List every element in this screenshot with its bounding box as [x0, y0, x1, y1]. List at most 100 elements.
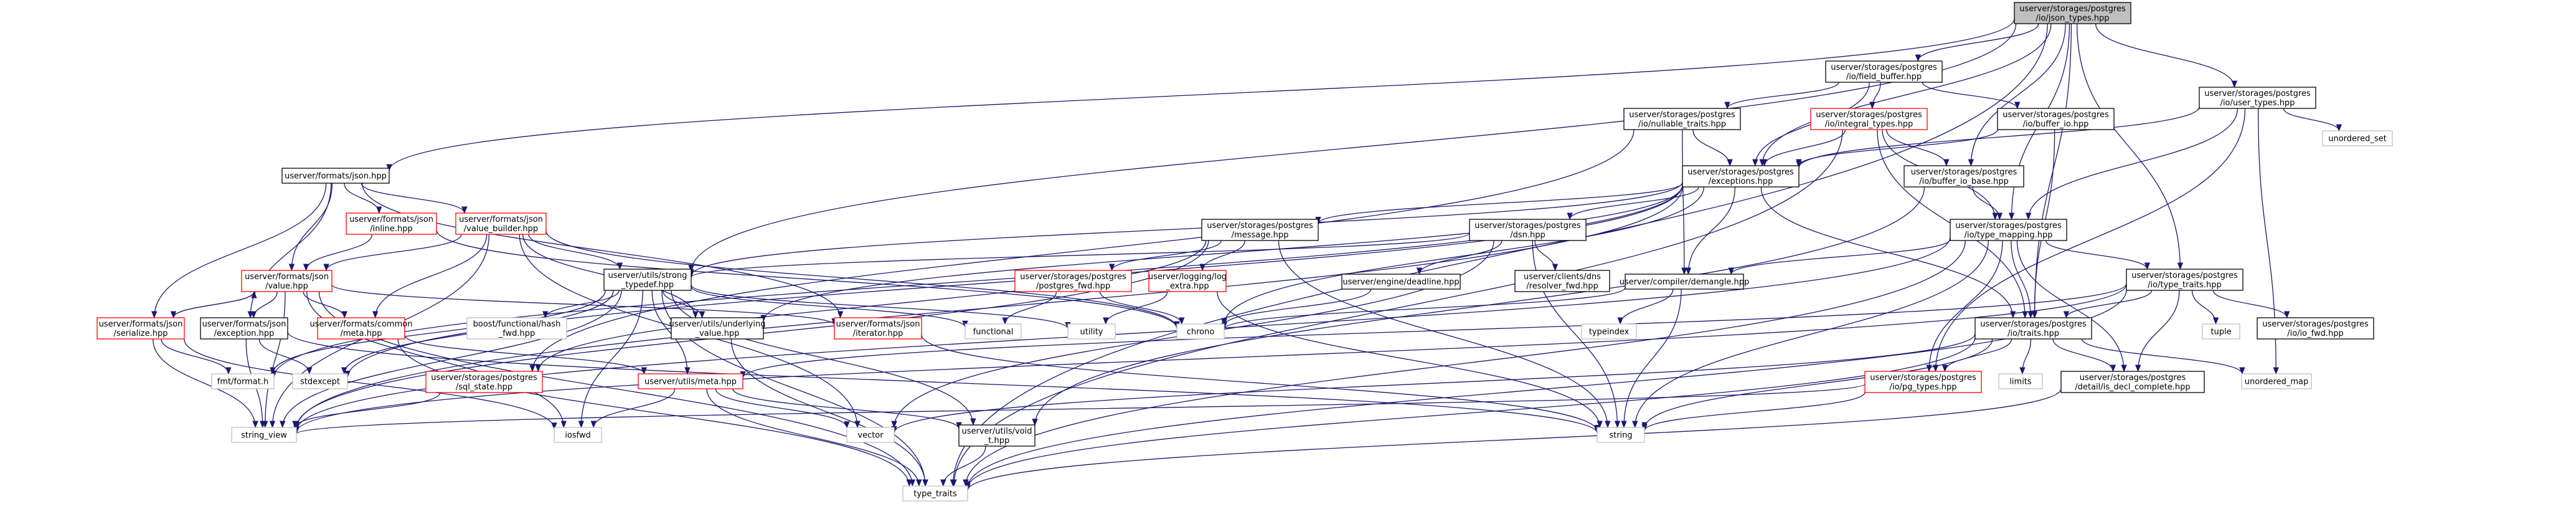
node-pq-types[interactable]: userver/storages/postgres/io/pg_types.hp… — [1864, 371, 1982, 393]
node-boost-hash: boost/functional/hash_fwd.hpp — [466, 317, 567, 340]
edge-pg_type_traits-to-string_view — [293, 284, 2127, 433]
edge-log_extra-to-string — [1217, 291, 1603, 429]
node-integral-types[interactable]: userver/storages/postgres/io/integral_ty… — [1810, 108, 1928, 130]
edge-exceptions-to-dsn — [1567, 186, 1699, 221]
node-utils-underlying[interactable]: userver/utils/underlying_value.hpp — [669, 317, 766, 340]
node-label: /message.hpp — [1232, 231, 1289, 240]
node-formats-json[interactable]: userver/formats/json.hpp — [281, 168, 390, 184]
node-label: /io/buffer_io_base.hpp — [1919, 177, 2009, 186]
node-label: fmt/format.h — [217, 378, 268, 387]
edge-root-to-exceptions — [1759, 23, 2052, 167]
node-label: /sql_state.hpp — [456, 383, 512, 392]
node-label: userver/formats/json.hpp — [285, 172, 387, 181]
edge-formats_common_meta-to-type_traits — [397, 338, 912, 487]
edge-pq_types-to-string — [1641, 392, 1866, 432]
node-field-buffer[interactable]: userver/storages/postgres/io/field_buffe… — [1825, 60, 1943, 83]
node-formats-common-meta[interactable]: userver/formats/common/meta.hpp — [310, 317, 413, 340]
node-value-builder[interactable]: userver/formats/json/value_builder.hpp — [455, 212, 547, 235]
node-buffer-io-base[interactable]: userver/storages/postgres/io/buffer_io_b… — [1904, 165, 2024, 188]
node-json-exception[interactable]: userver/formats/json/exception.hpp — [200, 317, 288, 340]
node-buffer-io[interactable]: userver/storages/postgres/io/buffer_io.h… — [1997, 108, 2115, 130]
node-label: string — [1609, 431, 1632, 441]
node-limits: limits — [1998, 373, 2043, 389]
node-label: userver/storages/postgres — [1831, 63, 1937, 72]
node-label: userver/storages/postgres — [1474, 221, 1581, 231]
node-label: userver/logging/log — [1148, 272, 1227, 282]
node-label: limits — [2009, 378, 2032, 387]
node-label: /serialize.hpp — [114, 329, 168, 338]
node-root[interactable]: userver/storages/postgres/io/json_types.… — [2014, 2, 2131, 24]
node-functional: functional — [965, 323, 1022, 340]
node-demangle[interactable]: userver/compiler/demangle.hpp — [1620, 274, 1750, 290]
edge-strong_typedef-to-utils_underlying — [662, 290, 705, 319]
node-label: userver/utils/meta.hpp — [644, 378, 737, 387]
edge-strong_typedef-to-void_t — [671, 290, 976, 426]
node-void-t[interactable]: userver/utils/void_t.hpp — [958, 424, 1036, 447]
edge-is_decl_complete-to-type_traits — [965, 388, 2062, 492]
edge-exceptions-to-chrono — [1221, 186, 1704, 326]
node-resolver-fwd[interactable]: userver/clients/dns/resolver_fwd.hpp — [1514, 270, 1610, 292]
node-string-view: string_view — [231, 427, 297, 443]
edge-message-to-string — [1278, 240, 1611, 429]
node-label: userver/formats/json — [99, 320, 183, 329]
edge-dsn-to-strong_typedef — [688, 232, 1470, 279]
node-deadline[interactable]: userver/engine/deadline.hpp — [1341, 274, 1461, 290]
edge-user_types-to-type_mapping — [2025, 108, 2239, 221]
edge-exceptions-to-utils_underlying — [760, 184, 1683, 323]
node-unordered-set: unordered_set — [2322, 130, 2393, 146]
node-dsn[interactable]: userver/storages/postgres/dsn.hpp — [1469, 219, 1587, 241]
node-user-types[interactable]: userver/storages/postgres/io/user_types.… — [2199, 87, 2316, 109]
node-exceptions[interactable]: userver/storages/postgres/exceptions.hpp — [1682, 165, 1800, 188]
node-io-fwd[interactable]: userver/storages/postgres/io/io_fwd.hpp — [2257, 317, 2374, 340]
node-log-extra[interactable]: userver/logging/log_extra.hpp — [1148, 270, 1227, 292]
edge-deadline-to-chrono — [1221, 288, 1372, 326]
node-label: userver/storages/postgres — [1020, 272, 1126, 282]
node-utils-meta[interactable]: userver/utils/meta.hpp — [638, 373, 743, 389]
node-label: iosfwd — [565, 431, 591, 441]
edge-formats_json-to-json_serialize — [151, 183, 327, 319]
node-type-mapping[interactable]: userver/storages/postgres/io/type_mappin… — [1950, 219, 2067, 241]
node-typeindex: typeindex — [1581, 323, 1637, 340]
node-postgres-fwd[interactable]: userver/storages/postgres/postgres_fwd.h… — [1014, 270, 1132, 292]
edge-exceptions-to-demangle — [1685, 186, 1736, 275]
node-label: /io/buffer_io.hpp — [2023, 120, 2089, 129]
node-sql-state[interactable]: userver/storages/postgres/sql_state.hpp — [425, 371, 543, 393]
node-label: userver/formats/json — [202, 320, 286, 329]
node-json-iterator[interactable]: userver/formats/json/iterator.hpp — [834, 317, 922, 340]
node-label: userver/storages/postgres — [1687, 168, 1794, 177]
node-json-serialize[interactable]: userver/formats/json/serialize.hpp — [97, 317, 185, 340]
node-strong-typedef[interactable]: userver/utils/strong_typedef.hpp — [603, 269, 692, 291]
node-label: /detail/is_decl_complete.hpp — [2075, 383, 2190, 392]
node-type-traits: type_traits — [902, 485, 968, 502]
edge-io_traits-to-unordered_map — [2081, 338, 2245, 375]
edge-formats_common_meta-to-utils_meta — [404, 335, 647, 375]
edge-demangle-to-chrono — [1221, 287, 1626, 330]
node-is-decl-complete[interactable]: userver/storages/postgres/detail/is_decl… — [2060, 371, 2205, 393]
node-label: /meta.hpp — [341, 329, 382, 338]
node-label: /io/traits.hpp — [2007, 329, 2059, 338]
node-json-inline[interactable]: userver/formats/json/inline.hpp — [346, 212, 437, 235]
edge-json_serialize-to-iosfwd — [184, 338, 557, 430]
node-json-value[interactable]: userver/formats/json/value.hpp — [241, 270, 333, 292]
edge-root-to-field_buffer — [1915, 23, 2039, 62]
node-label: unordered_set — [2328, 135, 2386, 144]
edge-user_types-to-unordered_set — [2283, 108, 2342, 132]
node-label: userver/utils/void — [962, 427, 1032, 436]
node-pg-type-traits[interactable]: userver/storages/postgres/io/type_traits… — [2126, 269, 2243, 291]
edge-value_builder-to-strong_typedef — [528, 234, 623, 270]
node-label: userver/formats/json — [349, 215, 433, 224]
node-label: userver/storages/postgres — [2131, 271, 2238, 280]
edge-field_buffer-to-buffer_io — [1922, 82, 2021, 110]
node-label: userver/clients/dns — [1524, 272, 1601, 282]
node-label: _typedef.hpp — [621, 280, 674, 290]
edge-user_types-to-exceptions — [1796, 107, 2200, 168]
node-io-traits[interactable]: userver/storages/postgres/io/traits.hpp — [1974, 317, 2092, 340]
node-label: userver/compiler/demangle.hpp — [1620, 278, 1750, 287]
node-nullable-traits[interactable]: userver/storages/postgres/io/nullable_tr… — [1623, 108, 1741, 130]
node-label: tuple — [2210, 328, 2231, 337]
node-label: /io/json_types.hpp — [2036, 14, 2109, 23]
node-tuple: tuple — [2202, 323, 2240, 340]
node-message[interactable]: userver/storages/postgres/message.hpp — [1201, 219, 1319, 241]
node-label: /exception.hpp — [214, 329, 275, 338]
edge-json_serialize-to-json_value — [172, 290, 257, 318]
